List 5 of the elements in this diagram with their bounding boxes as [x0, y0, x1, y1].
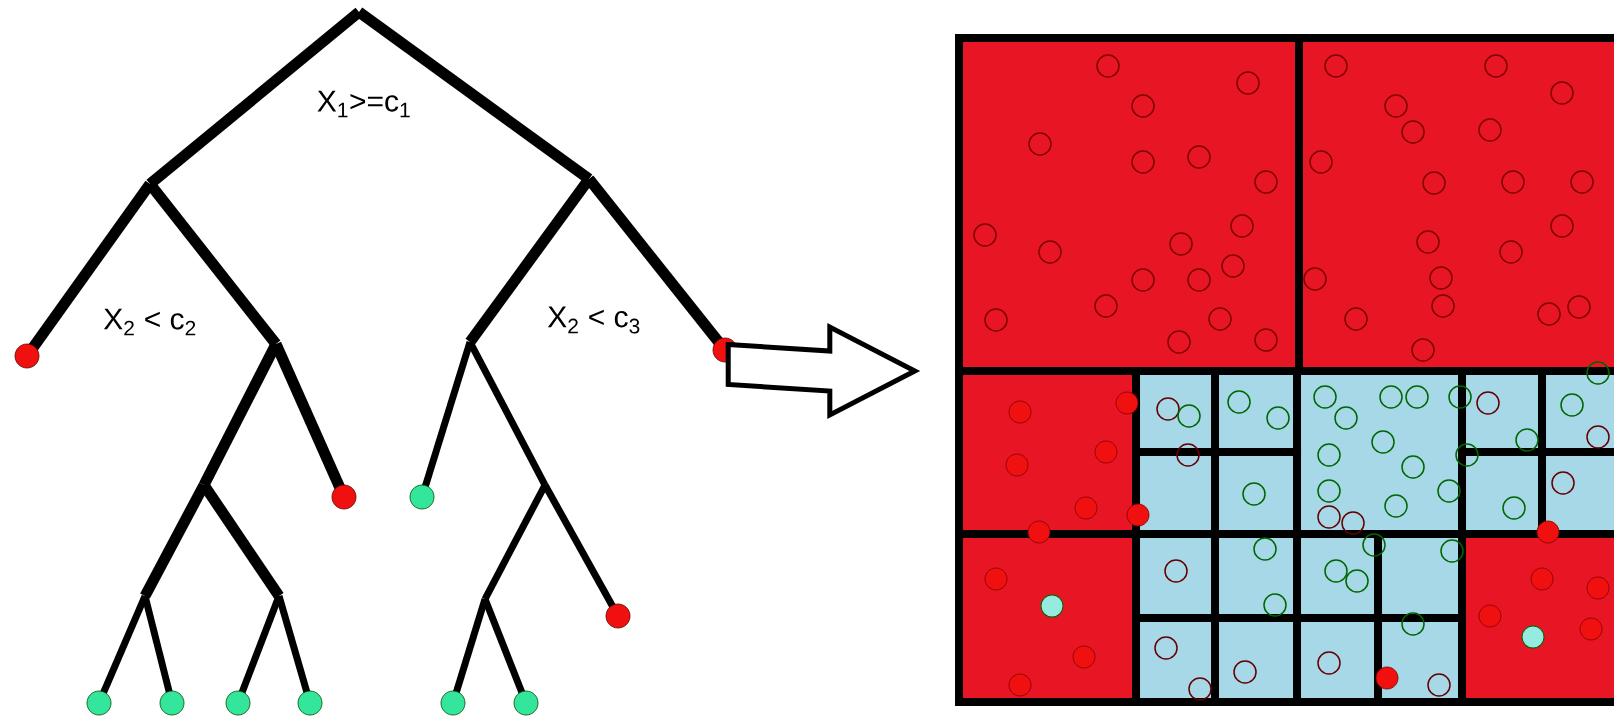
- split-label: X$_{2}$ < c$_{2}$: [103, 308, 196, 336]
- split-label: X$_{2}$ < c$_{3}$: [547, 306, 640, 334]
- partition-drawing: [955, 34, 1614, 706]
- split-label: X$_{1}$>=c$_{1}$: [317, 90, 410, 118]
- block-arrow: [725, 322, 921, 420]
